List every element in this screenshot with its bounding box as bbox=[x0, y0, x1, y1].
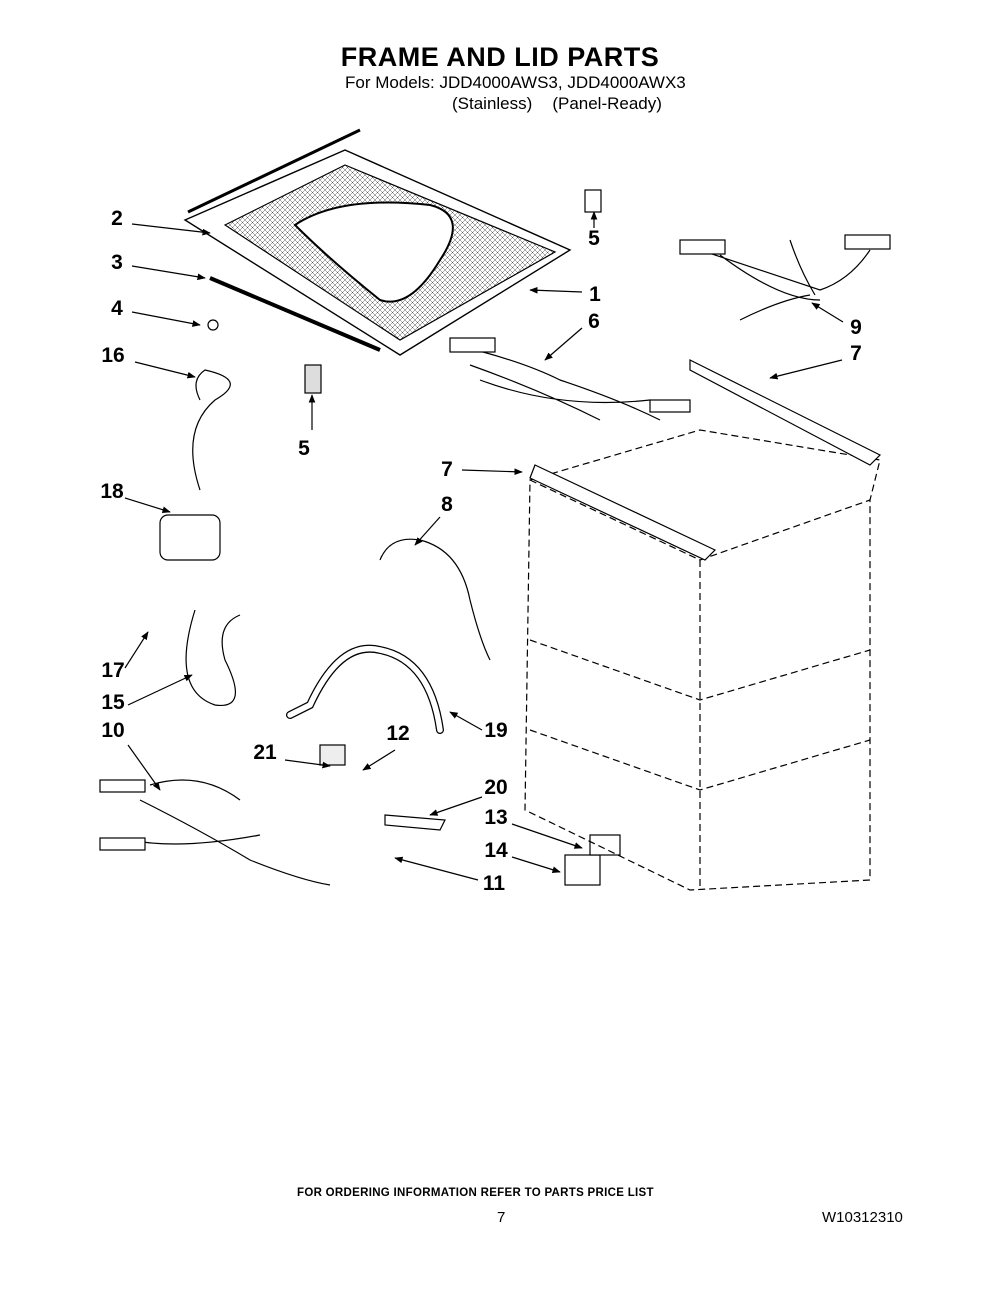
callout-8: 8 bbox=[414, 493, 453, 546]
frame-rail-lower bbox=[529, 464, 717, 561]
ordering-note: FOR ORDERING INFORMATION REFER TO PARTS … bbox=[297, 1187, 654, 1199]
callout-12: 12 bbox=[362, 722, 410, 771]
callout-number: 6 bbox=[588, 310, 600, 333]
document-number: W10312310 bbox=[822, 1209, 903, 1226]
callout-7: 7 bbox=[769, 342, 862, 380]
callout-number: 5 bbox=[588, 227, 600, 250]
variant-panel-ready: (Panel-Ready) bbox=[552, 94, 662, 113]
callout-number: 10 bbox=[101, 719, 124, 742]
leader-line bbox=[131, 265, 206, 281]
leader-line bbox=[544, 327, 583, 361]
leader-line bbox=[461, 468, 523, 476]
callout-6: 6 bbox=[544, 310, 600, 361]
callout-number: 18 bbox=[100, 480, 124, 503]
models-line: For Models: JDD4000AWS3, JDD4000AWX3 bbox=[345, 73, 686, 92]
leader-line bbox=[124, 631, 149, 669]
callout-number: 17 bbox=[101, 659, 124, 682]
callout-number: 8 bbox=[441, 493, 453, 516]
callout-number: 2 bbox=[111, 207, 123, 230]
leader-line bbox=[529, 286, 583, 294]
frame-assembly bbox=[524, 429, 881, 891]
callout-7: 7 bbox=[441, 458, 523, 481]
callout-14: 14 bbox=[484, 839, 561, 873]
callout-5: 5 bbox=[298, 394, 316, 460]
wire-harnesses bbox=[99, 234, 891, 886]
callout-number: 3 bbox=[111, 251, 123, 274]
callout-number: 11 bbox=[483, 872, 506, 895]
model-variants: (Stainless) (Panel-Ready) bbox=[452, 94, 682, 114]
callout-number: 4 bbox=[111, 297, 123, 320]
callout-5: 5 bbox=[588, 211, 600, 250]
callout-number: 19 bbox=[484, 719, 507, 742]
callout-number: 9 bbox=[850, 316, 862, 339]
leader-line bbox=[127, 674, 193, 706]
fill-valve-and-hoses bbox=[159, 369, 621, 886]
callout-15: 15 bbox=[101, 674, 193, 714]
callout-number: 12 bbox=[386, 722, 409, 745]
callout-10: 10 bbox=[101, 719, 161, 791]
leader-line bbox=[511, 823, 583, 849]
callout-number: 7 bbox=[850, 342, 862, 365]
leader-line bbox=[124, 497, 171, 513]
callout-number: 14 bbox=[484, 839, 508, 862]
leader-line bbox=[811, 302, 844, 323]
leader-line bbox=[362, 749, 396, 771]
callout-number: 1 bbox=[589, 283, 601, 306]
page-title: FRAME AND LID PARTS bbox=[340, 42, 660, 72]
leader-line bbox=[394, 856, 479, 881]
leader-line bbox=[769, 359, 843, 380]
lid-assembly bbox=[183, 128, 602, 394]
leader-line bbox=[284, 759, 331, 769]
variant-stainless: (Stainless) bbox=[452, 94, 533, 113]
callout-20: 20 bbox=[429, 776, 508, 816]
callout-number: 16 bbox=[101, 344, 124, 367]
leader-line bbox=[449, 711, 483, 731]
leader-line bbox=[127, 744, 161, 791]
leader-line bbox=[511, 856, 561, 873]
leader-line bbox=[131, 223, 211, 236]
callout-1: 1 bbox=[529, 283, 601, 306]
leader-line bbox=[131, 311, 201, 327]
callout-19: 19 bbox=[449, 711, 508, 742]
callout-21: 21 bbox=[253, 741, 331, 769]
callout-16: 16 bbox=[101, 344, 196, 379]
leader-line bbox=[134, 361, 196, 379]
callout-number: 20 bbox=[484, 776, 507, 799]
callout-13: 13 bbox=[484, 806, 583, 849]
callout-number: 13 bbox=[484, 806, 507, 829]
callout-2: 2 bbox=[111, 207, 211, 236]
callout-9: 9 bbox=[811, 302, 862, 339]
callout-17: 17 bbox=[101, 631, 149, 682]
callout-number: 21 bbox=[253, 741, 277, 764]
leader-line bbox=[429, 796, 483, 816]
page-number: 7 bbox=[497, 1209, 506, 1226]
callout-18: 18 bbox=[100, 480, 171, 513]
frame-rail-upper bbox=[689, 359, 882, 466]
callout-3: 3 bbox=[111, 251, 206, 281]
leader-line bbox=[414, 516, 441, 546]
callout-11: 11 bbox=[394, 856, 506, 895]
callout-number: 7 bbox=[441, 458, 453, 481]
callout-4: 4 bbox=[111, 297, 201, 327]
callout-number: 15 bbox=[101, 691, 125, 714]
callout-number: 5 bbox=[298, 437, 310, 460]
